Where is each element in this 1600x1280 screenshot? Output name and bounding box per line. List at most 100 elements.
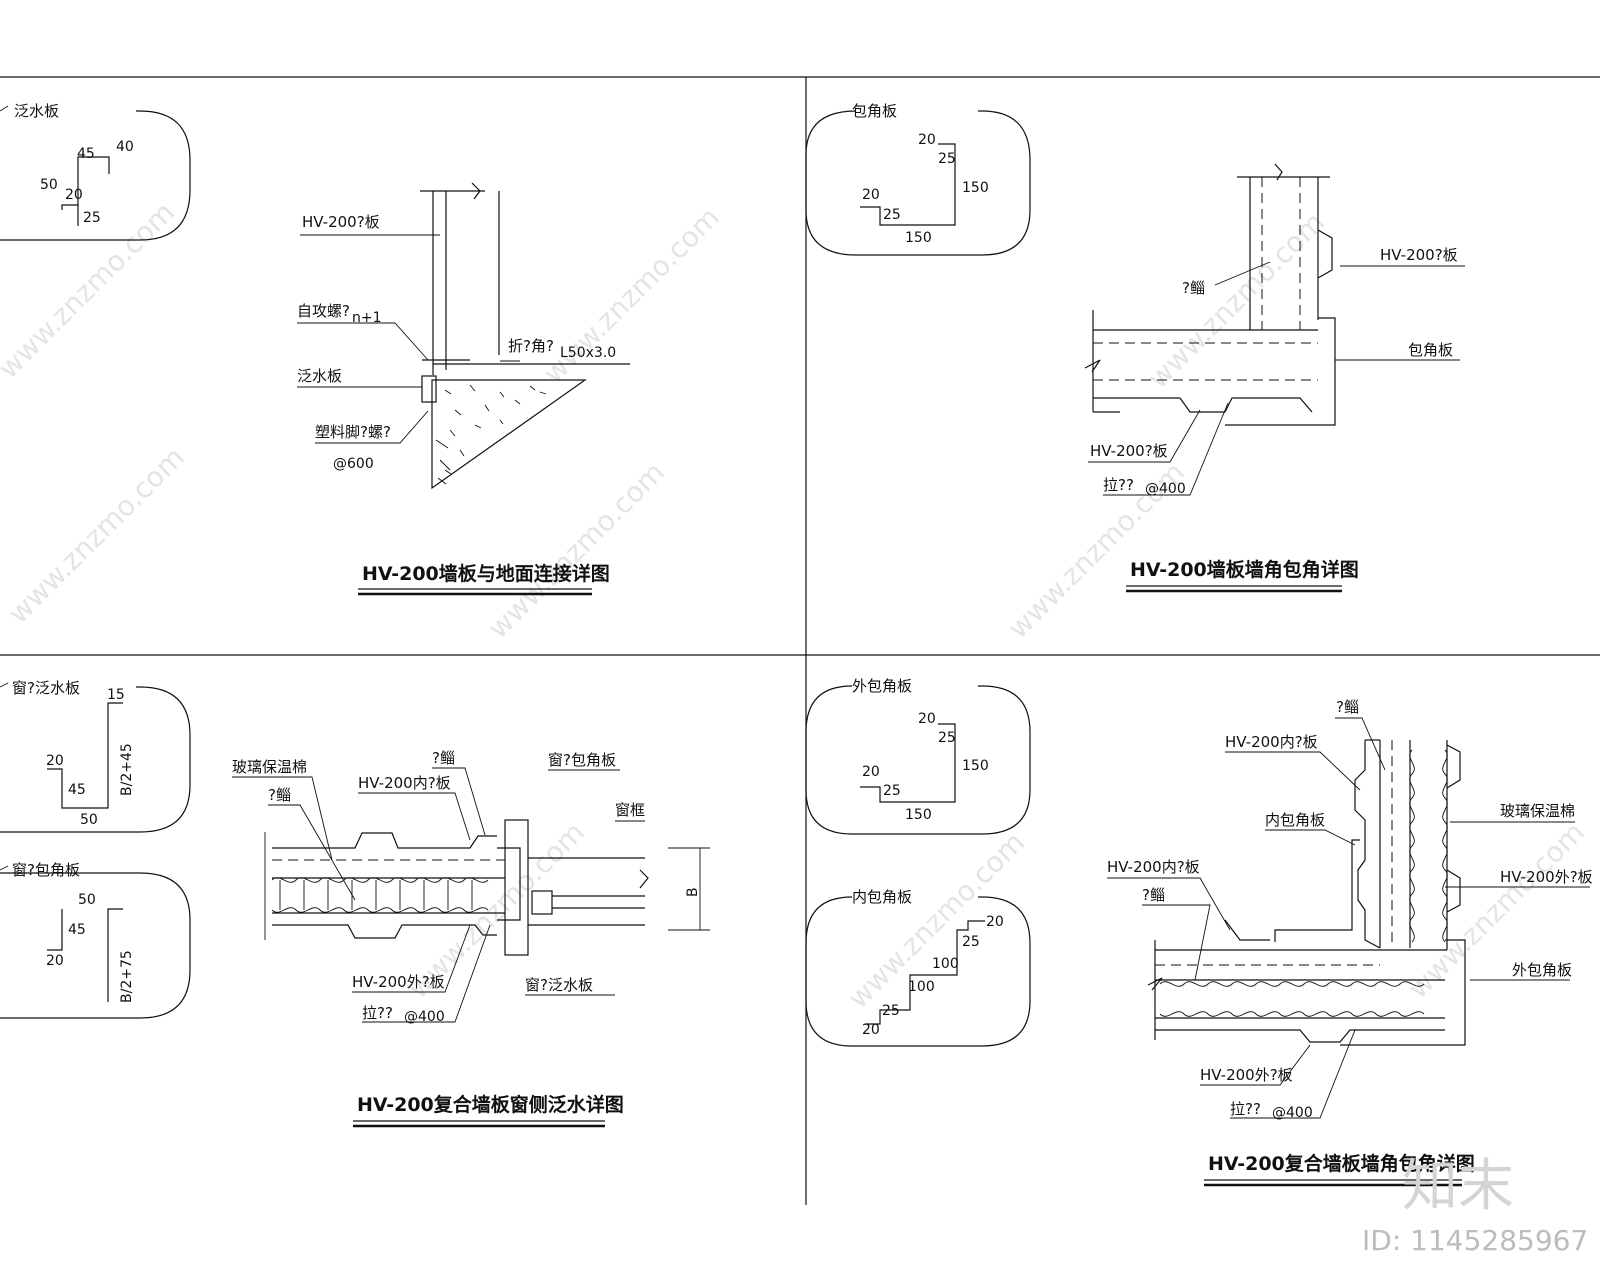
dim-label: 150 <box>962 180 989 196</box>
flash-label: 泛水板 <box>14 102 59 120</box>
brand-logo: 知末 <box>1402 1154 1514 1219</box>
dim-label: 15 <box>107 687 125 703</box>
dim-label: 20 <box>862 187 880 203</box>
callout-tie: 拉?? <box>362 1004 393 1022</box>
flash1-box <box>0 686 191 833</box>
callout-outer-panel: HV-200外?板 <box>1200 1066 1293 1084</box>
callout-outer-trim: 外包角板 <box>1512 961 1572 979</box>
callout-screw-count: n+1 <box>352 310 382 326</box>
dim-label: 20 <box>65 187 83 203</box>
dim-label: 45 <box>68 922 86 938</box>
dim-label: 20 <box>918 711 936 727</box>
callout-inner-panel: HV-200内?板 <box>1107 858 1200 876</box>
callout-stud: ?鲻 <box>1336 698 1359 716</box>
inner-trim-profile <box>865 920 985 1025</box>
dim-label: 25 <box>962 934 980 950</box>
flash1-label: 窗?泛水板 <box>12 679 80 697</box>
panel-floor-connection: 泛水板 40 45 50 20 25 HV-200?板 <box>0 102 630 596</box>
dim-label: 150 <box>962 758 989 774</box>
flash1-profile <box>47 702 123 809</box>
callout-insulation: 玻璃保温棉 <box>232 758 307 776</box>
flash2-box <box>0 872 191 1019</box>
callout-outer-panel: HV-200外?板 <box>1500 868 1593 886</box>
callout-flashing: 泛水板 <box>297 367 342 385</box>
dim-label: B <box>685 887 701 897</box>
floor-leaders <box>297 234 520 444</box>
floor-detail-geometry <box>420 182 630 490</box>
dim-label: 150 <box>905 807 932 823</box>
callout-stud: ?鲻 <box>1182 279 1205 297</box>
dim-label: 20 <box>46 953 64 969</box>
callout-screw: 自攻螺? <box>297 302 350 320</box>
callout-inner-panel: HV-200内?板 <box>1225 733 1318 751</box>
flash2-profile <box>47 908 123 1002</box>
dim-label: 100 <box>932 956 959 972</box>
inner-trim-box <box>805 896 1031 1047</box>
dim-label: 20 <box>862 764 880 780</box>
dim-label: 20 <box>986 914 1004 930</box>
callout-wall-panel: HV-200?板 <box>1090 442 1168 460</box>
inner-trim-label: 内包角板 <box>852 888 912 906</box>
dim-label: 150 <box>905 230 932 246</box>
flash-profile <box>61 156 110 226</box>
dim-label: B/2+45 <box>119 743 135 796</box>
image-id: ID: 1145285967 <box>1362 1224 1588 1257</box>
callout-wall-panel: HV-200?板 <box>302 213 380 231</box>
corner-detail-geometry <box>1084 163 1336 426</box>
composite-detail-geometry <box>1147 739 1466 1046</box>
dim-label: B/2+75 <box>119 950 135 1003</box>
callout-window-flashing: 窗?泛水板 <box>525 976 593 994</box>
panel-title: HV-200复合墙板墙角包角详图 <box>1208 1152 1475 1175</box>
dim-label: 100 <box>908 979 935 995</box>
dim-label: 25 <box>882 1003 900 1019</box>
composite-leaders <box>1107 717 1590 1119</box>
callout-tie-spacing: @400 <box>404 1009 445 1025</box>
callout-insulation: 玻璃保温棉 <box>1500 802 1575 820</box>
watermark-site: www.znzmo.com <box>2 441 191 630</box>
dim-label: 40 <box>116 139 134 155</box>
outer-trim-label: 外包角板 <box>852 677 912 695</box>
callout-tie-spacing: @400 <box>1145 481 1186 497</box>
callout-stud: ?鲻 <box>432 749 455 767</box>
sheet-frame <box>0 76 1600 1205</box>
callout-trim: 包角板 <box>1408 341 1453 359</box>
callout-window-trim: 窗?包角板 <box>548 751 616 769</box>
outer-trim-box <box>805 685 1031 835</box>
flash-box <box>0 110 191 241</box>
corner-leaders <box>1088 261 1465 496</box>
callout-tie-spacing: @400 <box>1272 1105 1313 1121</box>
callout-wall-panel: HV-200?板 <box>1380 246 1458 264</box>
watermark-site: www.znzmo.com <box>482 456 671 645</box>
callout-anchor: 塑料脚?螺? <box>315 423 391 441</box>
panel-title: HV-200墙板与地面连接详图 <box>362 562 610 585</box>
dim-label: 50 <box>40 177 58 193</box>
trim-profile <box>860 143 956 226</box>
dim-label: 45 <box>77 146 95 162</box>
callout-inner-trim: 内包角板 <box>1265 811 1325 829</box>
dim-label: 25 <box>938 730 956 746</box>
dim-label: 45 <box>68 782 86 798</box>
callout-stud: ?鲻 <box>1142 886 1165 904</box>
dim-label: 50 <box>78 892 96 908</box>
panel-window-flashing: 窗?泛水板 15 20 45 50 B/2+45 窗?包角板 50 45 20 … <box>0 679 710 1128</box>
watermark-logo: 知末 ID: 1145285967 <box>1362 1154 1588 1257</box>
callout-anchor-spacing: @600 <box>333 456 374 472</box>
dim-label: 25 <box>883 207 901 223</box>
dim-label: 25 <box>83 210 101 226</box>
flash2-label: 窗?包角板 <box>12 861 80 879</box>
callout-angle-size: L50x3.0 <box>560 345 616 361</box>
callout-tie: 拉?? <box>1103 476 1134 494</box>
trim-label: 包角板 <box>852 102 897 120</box>
callout-angle: 折?角? <box>508 337 554 355</box>
callout-outer-panel: HV-200外?板 <box>352 973 445 991</box>
panel-title: HV-200墙板墙角包角详图 <box>1130 558 1359 581</box>
dim-label: 25 <box>938 151 956 167</box>
dim-label: 50 <box>80 812 98 828</box>
callout-tie: 拉?? <box>1230 1100 1261 1118</box>
window-detail-geometry <box>264 819 710 956</box>
callout-inner-panel: HV-200内?板 <box>358 774 451 792</box>
callout-stud: ?鲻 <box>268 786 291 804</box>
dim-label: 25 <box>883 783 901 799</box>
dim-label: 20 <box>862 1022 880 1038</box>
